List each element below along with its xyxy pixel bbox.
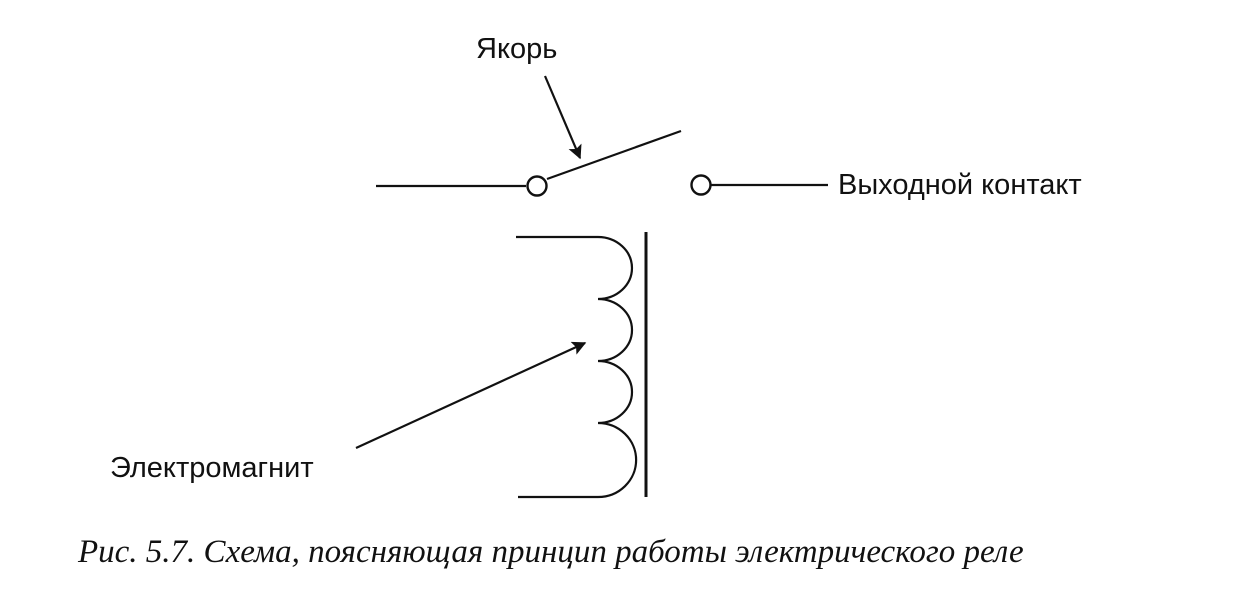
electromagnet-pointer-arrow [355, 341, 587, 449]
armature-arm [546, 129, 682, 181]
armature-pivot-terminal [526, 175, 548, 197]
output-contact-terminal [690, 174, 712, 196]
output-contact-label: Выходной контакт [838, 169, 1082, 201]
figure-caption: Рис. 5.7. Схема, поясняющая принцип рабо… [77, 534, 1024, 570]
electromagnet-label: Электромагнит [110, 452, 314, 484]
armature-pointer-arrow [543, 75, 582, 160]
electromagnet-coil [516, 235, 638, 499]
armature-label: Якорь [476, 33, 557, 65]
